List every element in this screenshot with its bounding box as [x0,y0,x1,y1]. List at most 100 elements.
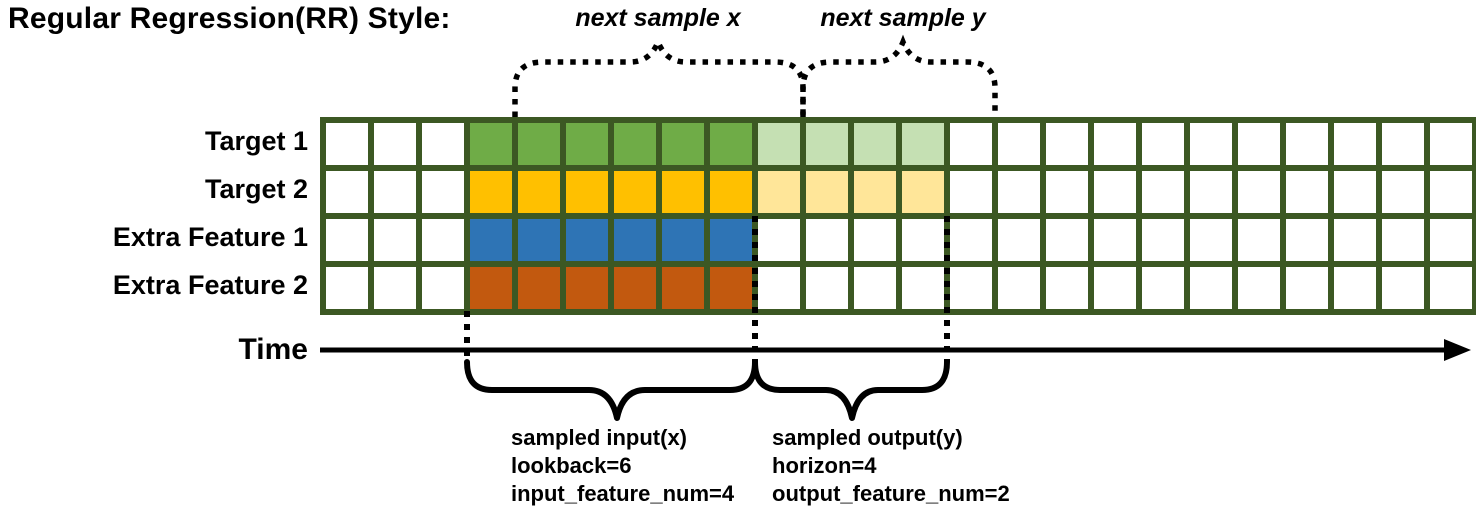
grid-cell [854,267,896,309]
sampled-output-caption-line1: sampled output(y) [772,425,963,450]
grid-cell [326,267,368,309]
grid-cell [806,267,848,309]
grid-cell [1238,123,1280,165]
grid-cell [950,123,992,165]
grid-cell [1334,267,1376,309]
grid-cell [1430,219,1472,261]
grid-cell [518,171,560,213]
grid-cell [998,123,1040,165]
grid-cell [662,123,704,165]
grid-cell [662,219,704,261]
next-sample-y-brace [800,34,998,117]
grid-cell [662,267,704,309]
grid-cell [1238,267,1280,309]
next-sample-x-label: next sample x [575,4,741,32]
grid-cell [854,123,896,165]
row-label-target-2: Target 2 [204,174,308,204]
grid-cell [1430,171,1472,213]
grid-cell [950,267,992,309]
grid-cell [998,219,1040,261]
grid-cell [566,267,608,309]
grid-cell [1286,267,1328,309]
grid-cell [566,219,608,261]
sampled-output-caption-line2: horizon=4 [772,453,877,478]
grid-cell [1190,267,1232,309]
grid-cell [1430,123,1472,165]
grid-cell [1334,171,1376,213]
sampled-input-caption: sampled input(x) lookback=6 input_featur… [511,424,734,508]
grid-cell [902,219,944,261]
sampled-input-caption-line3: input_feature_num=4 [511,481,735,506]
row-label-target-1: Target 1 [204,126,308,156]
grid-cell [902,267,944,309]
grid-cell [1382,219,1424,261]
grid-cell [614,267,656,309]
grid-cell [614,219,656,261]
grid-cell [1046,267,1088,309]
grid-cell [758,171,800,213]
grid-cell [1046,123,1088,165]
grid-cell [1046,219,1088,261]
grid-cell [422,267,464,309]
grid-cell [1190,123,1232,165]
grid-cell [374,123,416,165]
grid-cell [518,123,560,165]
grid-cell [902,171,944,213]
grid-cell [998,267,1040,309]
grid-cell [1142,219,1184,261]
grid-cell [1382,171,1424,213]
grid-cell [1094,123,1136,165]
grid-cell [326,171,368,213]
sampled-output-brace [752,359,950,421]
grid-cell [902,123,944,165]
sampled-input-caption-line2: lookback=6 [511,453,632,478]
grid-cell [614,171,656,213]
grid-cell [854,219,896,261]
row-label-extra-feature-1: Extra Feature 1 [112,222,308,252]
grid-cell [1046,171,1088,213]
grid-cell [326,219,368,261]
diagram-title: Regular Regression(RR) Style: [8,2,451,35]
grid-cell [470,123,512,165]
grid-cell [806,123,848,165]
grid-cell [1190,219,1232,261]
grid-cell [998,171,1040,213]
time-axis-label: Time [238,333,308,366]
grid-cell [470,219,512,261]
grid-cell [422,219,464,261]
grid-cell [518,219,560,261]
grid-cell [518,267,560,309]
grid-cell [422,171,464,213]
grid-cell [1430,267,1472,309]
grid-cell [1382,267,1424,309]
grid-cell [854,171,896,213]
grid-cell [1286,219,1328,261]
grid-cell [374,219,416,261]
grid-cell [710,171,752,213]
grid-cell [710,219,752,261]
time-axis-arrowhead [1444,339,1471,361]
grid-cell [1142,171,1184,213]
grid-cell [758,219,800,261]
grid-cell [1286,123,1328,165]
sample-grid [320,117,1476,315]
next-sample-y-label: next sample y [820,4,986,32]
grid-cell [710,267,752,309]
grid-cell [1190,171,1232,213]
grid-cell [1094,171,1136,213]
grid-cell [1094,267,1136,309]
grid-cell [806,219,848,261]
grid-cell [470,267,512,309]
grid-cell [1238,219,1280,261]
grid-cell [1286,171,1328,213]
grid-cell [710,123,752,165]
grid-cell [806,171,848,213]
next-sample-x-brace [512,34,806,117]
grid-cell [326,123,368,165]
grid-cell [1142,123,1184,165]
grid-cell [374,171,416,213]
grid-cell [950,171,992,213]
sampled-output-caption: sampled output(y) horizon=4 output_featu… [772,424,1010,508]
grid-cell [422,123,464,165]
grid-cell [1238,171,1280,213]
